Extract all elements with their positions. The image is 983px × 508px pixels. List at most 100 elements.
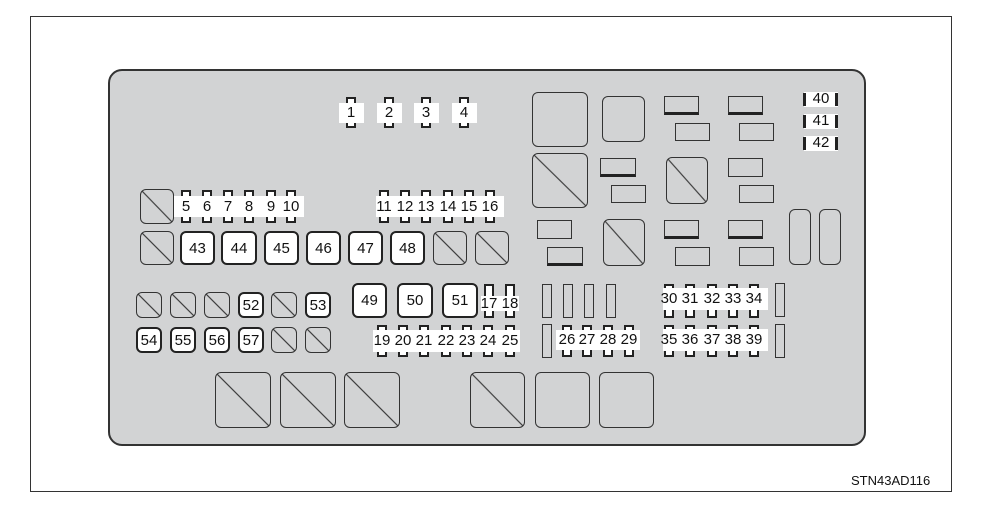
relay-rect [675,247,710,266]
fuse-53: 53 [305,292,331,318]
relay-rect [600,158,636,177]
fuse-label: 38 [724,331,742,348]
fuse-label: 41 [812,112,830,129]
fuse-label: 28 [599,331,617,348]
fuse-label: 25 [501,332,519,349]
blank-relay-slot [433,231,467,265]
relay-rect [739,247,774,266]
blank-relay-slot [532,153,588,208]
blank-relay-slot [344,372,400,428]
fuse-label-strip [804,136,838,151]
blank-fuse-strip [542,284,552,318]
fuse-label: 6 [202,197,212,215]
fuse-label: 31 [681,290,699,307]
fuse-label: 20 [394,332,412,349]
relay-slot [532,92,588,147]
fuse-label: 24 [479,332,497,349]
fuse-label: 16 [481,197,499,215]
fuse-label: 30 [660,290,678,307]
fuse-label: 37 [703,331,721,348]
blank-fuse-strip [606,284,616,318]
fuse-label: 22 [437,332,455,349]
fuse-label: 23 [458,332,476,349]
fuse-label: 7 [223,197,233,215]
fuse-52: 52 [238,292,264,318]
fuse-label-strip [663,288,768,310]
fuse-48: 48 [390,231,425,265]
blank-relay-slot [475,231,509,265]
blank-relay-slot [666,157,708,204]
fuse-label: 15 [460,197,478,215]
blank-fuse-strip [775,283,785,317]
fuse-label: 13 [417,197,435,215]
fuse-55: 55 [170,327,196,353]
fuse-54: 54 [136,327,162,353]
blank-relay-slot [305,327,331,353]
fuse-label: 29 [620,331,638,348]
relay-slot [535,372,590,428]
diagram-frame [30,16,952,492]
relay-rect [728,158,763,177]
fuse-label-strip [556,330,640,350]
fuse-label-strip [452,103,477,123]
relay-rect [547,247,583,266]
fuse-label: 5 [181,197,191,215]
fuse-49: 49 [352,283,387,318]
blank-relay-slot [140,231,174,265]
blank-fuse-strip [563,284,573,318]
relay-slot [599,372,654,428]
fuse-label: 34 [745,290,763,307]
blank-relay-slot [204,292,230,318]
relay-rect [537,220,572,239]
bracket-fuse [803,115,838,128]
fuse-50: 50 [397,283,433,318]
blank-relay-slot [215,372,271,428]
blank-relay-slot [271,327,297,353]
fuse-label: 36 [681,331,699,348]
relay-rect [728,96,763,115]
fuse-label: 17 [480,294,498,312]
blank-relay-slot [136,292,162,318]
fuse-label-strip [376,196,504,217]
relay-rect [611,185,646,203]
fuse-45: 45 [264,231,299,265]
relay-slot [819,209,841,265]
fuse-label: 32 [703,290,721,307]
bracket-fuse [803,93,838,106]
relay-slot [602,96,645,142]
fuse-label-strip [414,103,439,123]
fuse-label: 12 [396,197,414,215]
fuse-label-strip [481,296,519,311]
fuse-57: 57 [238,327,264,353]
blank-relay-rect [739,123,774,141]
fuse-label: 3 [421,104,431,121]
fuse-label: 33 [724,290,742,307]
blank-fuse-strip [775,324,785,358]
fuse-label: 27 [578,331,596,348]
fuse-label: 40 [812,90,830,107]
fuse-label-strip [377,103,402,123]
fuse-label: 26 [558,331,576,348]
fuse-label-strip [804,114,838,129]
fuse-label: 18 [501,294,519,312]
fuse-47: 47 [348,231,383,265]
fuse-label-strip [804,92,838,107]
fuse-label: 11 [376,197,392,215]
fuse-46: 46 [306,231,341,265]
fuse-label: 4 [459,104,469,121]
blank-relay-slot [280,372,336,428]
blank-relay-slot [271,292,297,318]
fuse-label-strip [339,103,364,123]
diagram-code: STN43AD116 [851,473,931,488]
fuse-label: 19 [373,332,391,349]
fuse-label: 21 [415,332,433,349]
fuse-43: 43 [180,231,215,265]
fuse-label: 39 [745,331,763,348]
fuse-label-strip [373,330,520,352]
fuse-label: 14 [439,197,457,215]
relay-rect [664,220,699,239]
blank-fuse-strip [542,324,552,358]
relay-rect [739,185,774,203]
blank-relay-slot [470,372,525,428]
relay-rect [728,220,763,239]
